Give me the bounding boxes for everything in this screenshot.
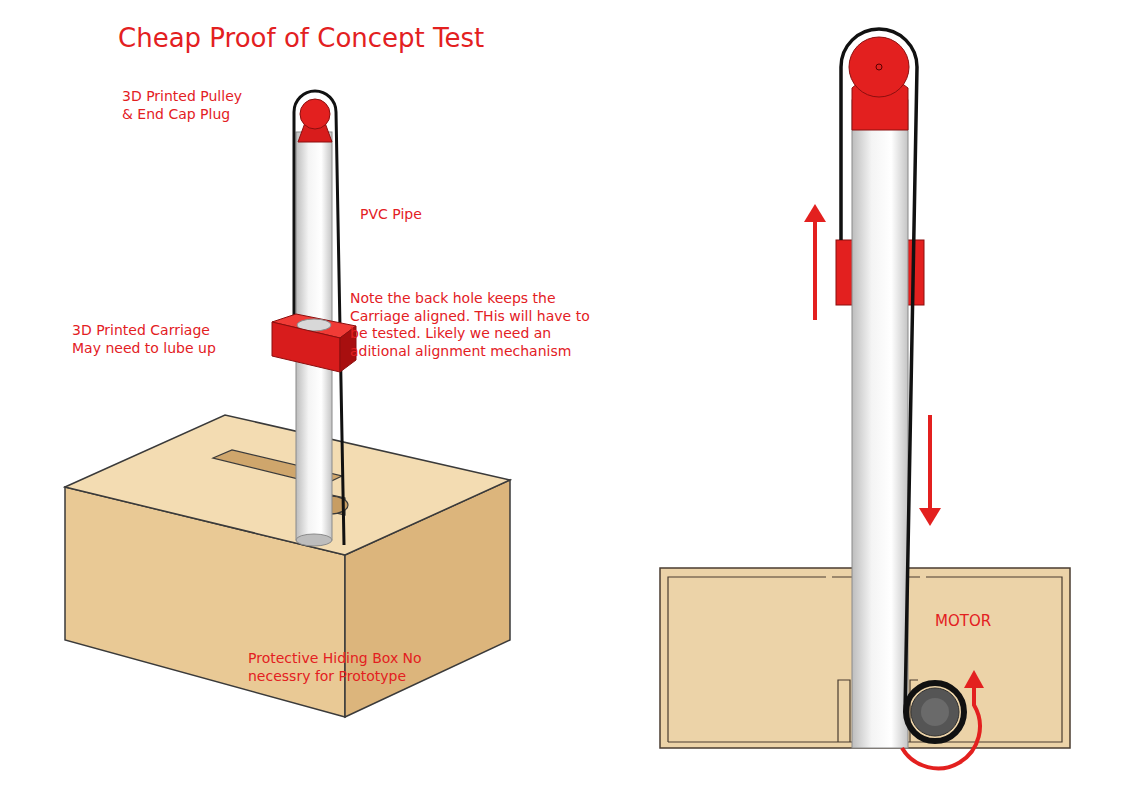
pulley-wheel: [300, 99, 330, 129]
pulley: [298, 99, 332, 142]
callout-note: 3D Printed Carriage May need to lube up: [72, 322, 232, 357]
up-arrow: [813, 218, 817, 320]
carriage: [272, 314, 356, 372]
part-label: MOTOR: [935, 612, 1015, 631]
arrow-head: [804, 204, 826, 222]
wood-box: [65, 415, 510, 717]
motor-shaft: [921, 698, 949, 726]
carriage-front: [272, 322, 340, 372]
pulley-wheel: [849, 37, 909, 97]
callout-note: 3D Printed Pulley & End Cap Plug: [122, 88, 254, 123]
arrow-head: [964, 670, 984, 688]
motor: [911, 688, 959, 736]
callout-note: Protective Hiding Box No necessry for Pr…: [248, 650, 438, 685]
box-top-face: [65, 415, 510, 555]
arrow-head: [919, 508, 941, 526]
pipe-end: [296, 534, 332, 546]
title: Cheap Proof of Concept Test: [118, 22, 484, 55]
pulley-axle: [876, 64, 882, 70]
belt-line: [841, 29, 917, 712]
rotation-arrow: [902, 684, 980, 768]
callout-note: Note the back hole keeps the Carriage al…: [350, 290, 590, 360]
motion-arrows: [804, 204, 984, 768]
pvc-pipe: [852, 100, 908, 748]
box-divider: [838, 680, 850, 742]
callout-note: PVC Pipe: [360, 206, 480, 224]
belt-loop: [906, 683, 964, 741]
down-arrow: [928, 415, 932, 512]
